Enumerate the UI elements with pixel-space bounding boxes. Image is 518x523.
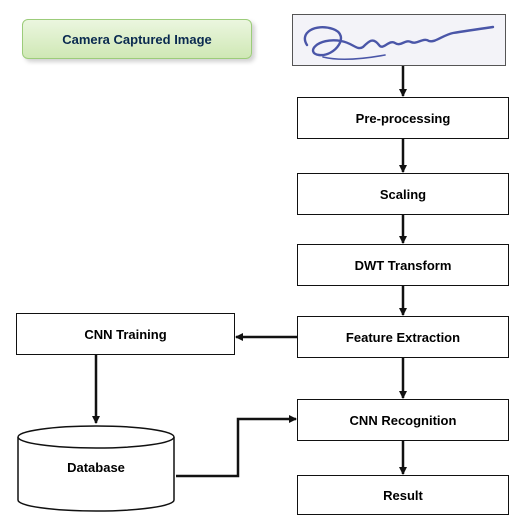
result-box: Result <box>297 475 509 515</box>
cnn-training-box: CNN Training <box>16 313 235 355</box>
signature-image <box>292 14 506 66</box>
database-cylinder: Database <box>16 424 176 514</box>
camera-captured-image-label: Camera Captured Image <box>22 19 252 59</box>
scaling-label: Scaling <box>379 186 427 202</box>
feature-extraction-box: Feature Extraction <box>297 316 509 358</box>
dwt-transform-box: DWT Transform <box>297 244 509 286</box>
camera-captured-image-text: Camera Captured Image <box>62 31 212 47</box>
feature-extraction-label: Feature Extraction <box>345 329 461 345</box>
dwt-transform-label: DWT Transform <box>354 257 452 273</box>
cnn-training-label: CNN Training <box>84 326 167 342</box>
result-label: Result <box>383 487 423 503</box>
database-label: Database <box>67 460 125 475</box>
cnn-recognition-label: CNN Recognition <box>349 412 457 428</box>
signature-icon <box>303 25 495 60</box>
scaling-box: Scaling <box>297 173 509 215</box>
database-icon <box>17 425 175 512</box>
arrow-database-to-recognition <box>176 415 297 478</box>
cnn-recognition-box: CNN Recognition <box>297 399 509 441</box>
preprocessing-label: Pre-processing <box>355 110 451 126</box>
preprocessing-box: Pre-processing <box>297 97 509 139</box>
